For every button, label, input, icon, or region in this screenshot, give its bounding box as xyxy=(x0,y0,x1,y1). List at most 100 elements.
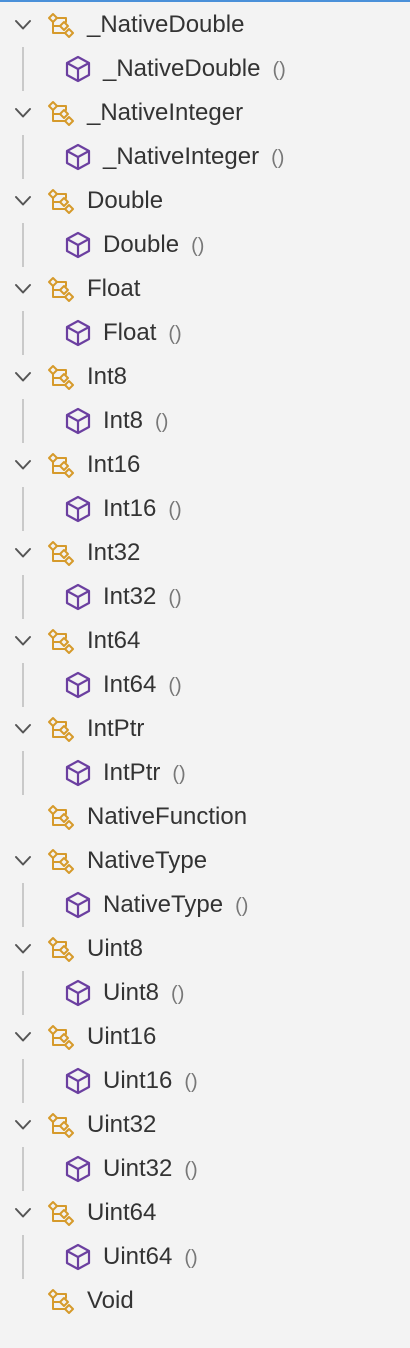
chevron-down-icon[interactable] xyxy=(13,720,33,738)
constructor-name: Uint16 xyxy=(103,1067,173,1094)
constructor-name: Uint8 xyxy=(103,979,160,1006)
constructor-name: _NativeDouble xyxy=(103,55,261,82)
tree-constructor-row[interactable]: Int32() xyxy=(0,575,410,619)
class-name-label: NativeType xyxy=(87,847,208,874)
chevron-down-icon[interactable] xyxy=(13,632,33,650)
tree-constructor-row[interactable]: Uint64 () xyxy=(0,1235,410,1279)
constructor-name: Int16 xyxy=(103,495,157,522)
tree-class-row[interactable]: _NativeInteger xyxy=(0,91,410,135)
class-hierarchy-icon xyxy=(47,540,75,566)
constructor-params: () xyxy=(184,1247,198,1269)
tree-constructor-row[interactable]: NativeType() xyxy=(0,883,410,927)
tree-constructor-row[interactable]: Int16() xyxy=(0,487,410,531)
tree-class-row[interactable]: Int64 xyxy=(0,619,410,663)
class-name-label: Int16 xyxy=(87,451,141,478)
constructor-params: () xyxy=(235,895,249,917)
cube-icon xyxy=(64,495,92,523)
indent-guide xyxy=(22,751,24,795)
tree-constructor-row[interactable]: _NativeDouble () xyxy=(0,47,410,91)
chevron-down-icon[interactable] xyxy=(13,16,33,34)
class-name-label: Uint8 xyxy=(87,935,144,962)
cube-icon xyxy=(64,1067,92,1095)
class-name-label: Float xyxy=(87,275,141,302)
indent-guide xyxy=(22,663,24,707)
indent-guide xyxy=(22,1235,24,1279)
constructor-name: Float xyxy=(103,319,157,346)
chevron-down-icon[interactable] xyxy=(13,544,33,562)
class-hierarchy-icon xyxy=(47,1112,75,1138)
chevron-down-icon[interactable] xyxy=(13,1204,33,1222)
indent-guide xyxy=(22,223,24,267)
tree-class-row[interactable]: NativeType xyxy=(0,839,410,883)
tree-class-row[interactable]: NativeFunction xyxy=(0,795,410,839)
tree-constructor-row[interactable]: Double() xyxy=(0,223,410,267)
cube-icon xyxy=(64,759,92,787)
constructor-params: () xyxy=(168,587,182,609)
constructor-name: IntPtr xyxy=(103,759,161,786)
tree-constructor-row[interactable]: Uint16() xyxy=(0,1059,410,1103)
class-hierarchy-icon xyxy=(47,936,75,962)
chevron-down-icon[interactable] xyxy=(13,280,33,298)
tree-class-row[interactable]: Void xyxy=(0,1279,410,1323)
tree-class-row[interactable]: Uint16 xyxy=(0,1015,410,1059)
tree-class-row[interactable]: IntPtr xyxy=(0,707,410,751)
tree-constructor-row[interactable]: IntPtr () xyxy=(0,751,410,795)
tree-class-row[interactable]: _NativeDouble xyxy=(0,3,410,47)
constructor-label: Uint32() xyxy=(103,1147,198,1191)
constructor-params: () xyxy=(155,411,169,433)
constructor-name: Uint64 xyxy=(103,1243,173,1270)
constructor-label: IntPtr () xyxy=(103,751,186,795)
tree-constructor-row[interactable]: Uint8() xyxy=(0,971,410,1015)
class-name-label: Uint32 xyxy=(87,1111,157,1138)
chevron-down-icon[interactable] xyxy=(13,940,33,958)
tree-class-row[interactable]: Int8 xyxy=(0,355,410,399)
class-hierarchy-icon xyxy=(47,1024,75,1050)
class-name-label: Uint64 xyxy=(87,1199,157,1226)
constructor-label: Double() xyxy=(103,223,204,267)
tree-class-row[interactable]: Uint64 xyxy=(0,1191,410,1235)
chevron-down-icon[interactable] xyxy=(13,104,33,122)
cube-icon xyxy=(64,671,92,699)
constructor-params: () xyxy=(191,235,205,257)
tree-constructor-row[interactable]: Int8 () xyxy=(0,399,410,443)
class-hierarchy-icon xyxy=(47,12,75,38)
tree-constructor-row[interactable]: Uint32() xyxy=(0,1147,410,1191)
class-name-label: IntPtr xyxy=(87,715,145,742)
chevron-down-icon[interactable] xyxy=(13,1116,33,1134)
tree-constructor-row[interactable]: Int64() xyxy=(0,663,410,707)
tree-class-row[interactable]: Uint32 xyxy=(0,1103,410,1147)
constructor-params: () xyxy=(172,763,186,785)
class-name-label: _NativeInteger xyxy=(87,99,244,126)
constructor-name: Int64 xyxy=(103,671,157,698)
tree-constructor-row[interactable]: Float() xyxy=(0,311,410,355)
cube-icon xyxy=(64,319,92,347)
tree-class-row[interactable]: Float xyxy=(0,267,410,311)
chevron-down-icon[interactable] xyxy=(13,368,33,386)
class-hierarchy-icon xyxy=(47,1288,75,1314)
cube-icon xyxy=(64,1243,92,1271)
cube-icon xyxy=(64,143,92,171)
class-name-label: Void xyxy=(87,1287,134,1314)
chevron-down-icon[interactable] xyxy=(13,852,33,870)
constructor-name: Int8 xyxy=(103,407,144,434)
tree-class-row[interactable]: Int16 xyxy=(0,443,410,487)
class-hierarchy-icon xyxy=(47,1200,75,1226)
constructor-label: Uint64 () xyxy=(103,1235,198,1279)
tree-class-row[interactable]: Double xyxy=(0,179,410,223)
chevron-down-icon[interactable] xyxy=(13,1028,33,1046)
class-hierarchy-icon xyxy=(47,188,75,214)
panel-top-border xyxy=(0,0,410,2)
indent-guide xyxy=(22,971,24,1015)
indent-guide xyxy=(22,487,24,531)
tree-class-row[interactable]: Int32 xyxy=(0,531,410,575)
constructor-params: () xyxy=(272,59,286,81)
indent-guide xyxy=(22,47,24,91)
chevron-down-icon[interactable] xyxy=(13,456,33,474)
constructor-params: () xyxy=(184,1159,198,1181)
tree-class-row[interactable]: Uint8 xyxy=(0,927,410,971)
tree-constructor-row[interactable]: _NativeInteger() xyxy=(0,135,410,179)
class-hierarchy-icon xyxy=(47,628,75,654)
chevron-down-icon[interactable] xyxy=(13,192,33,210)
class-hierarchy-icon xyxy=(47,364,75,390)
class-hierarchy-icon xyxy=(47,452,75,478)
